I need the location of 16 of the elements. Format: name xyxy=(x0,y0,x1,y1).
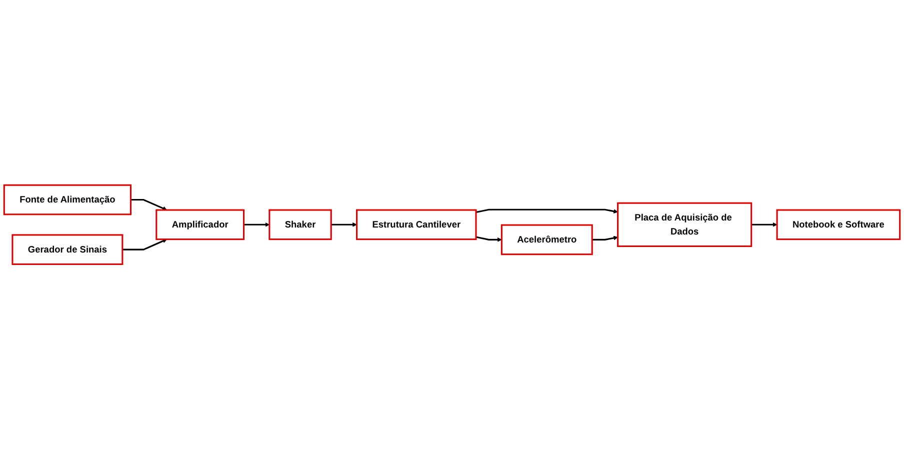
node-box xyxy=(356,210,477,240)
node-box xyxy=(156,210,245,240)
node-box xyxy=(12,234,124,266)
arrow xyxy=(122,239,168,251)
node-box xyxy=(500,224,593,256)
arrow xyxy=(331,222,357,228)
node-box xyxy=(776,210,901,240)
node-box xyxy=(3,184,132,216)
node-box xyxy=(268,210,332,240)
arrow xyxy=(476,236,502,242)
arrow xyxy=(751,222,778,228)
arrow xyxy=(130,199,168,211)
arrow xyxy=(244,222,270,228)
arrow xyxy=(592,236,618,241)
node-box xyxy=(617,202,752,248)
arrow xyxy=(476,209,618,214)
